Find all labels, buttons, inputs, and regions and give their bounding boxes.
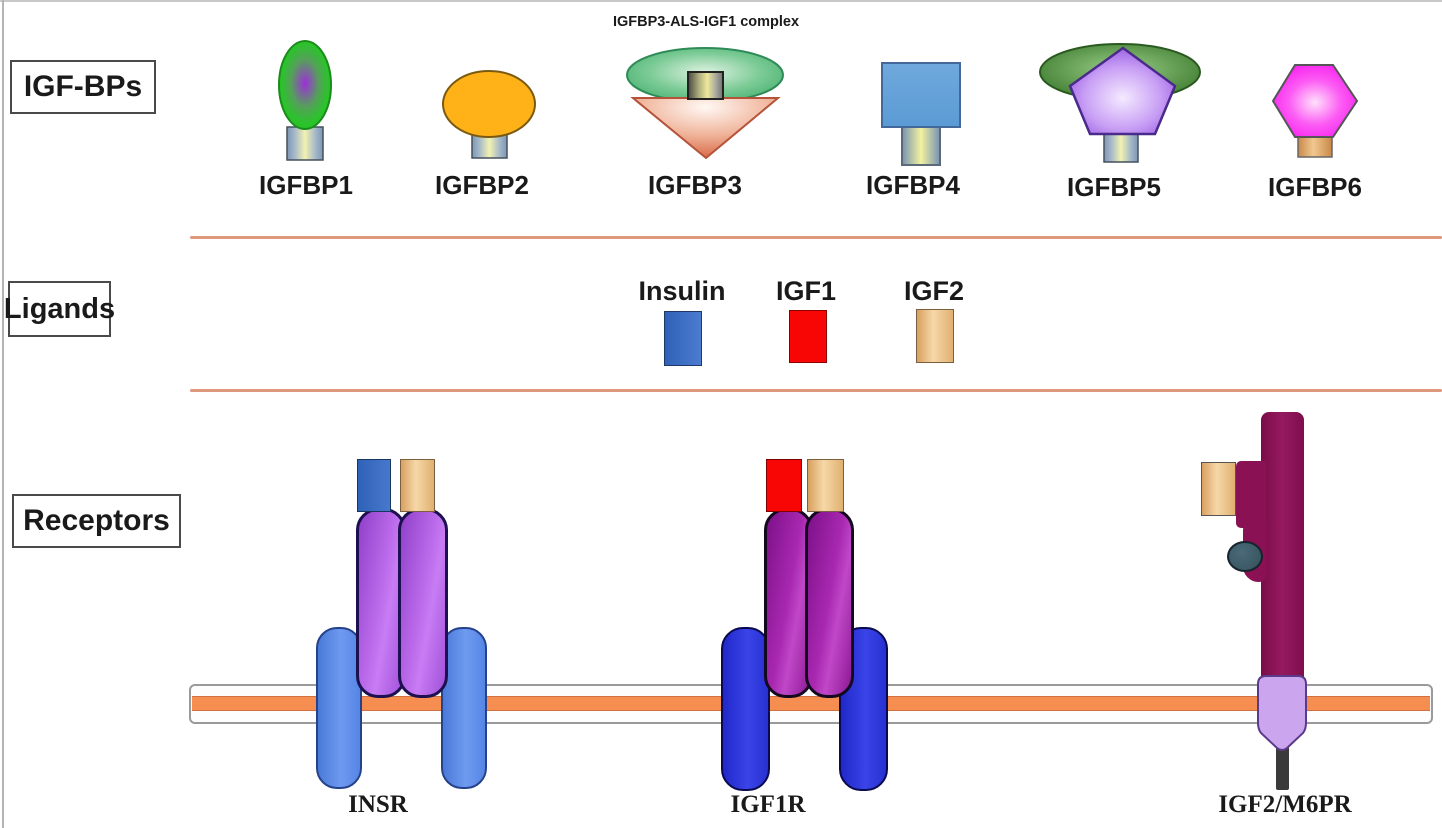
igf1r-bound-igf2-icon — [807, 459, 844, 512]
igf2-m6pr-binding-arm-icon — [1236, 461, 1266, 528]
igfbp3-label: IGFBP3 — [648, 170, 742, 200]
igf1r-label: IGF1R — [730, 791, 806, 818]
igfbp5-label: IGFBP5 — [1067, 172, 1161, 202]
insr-beta-subunit-right-icon — [441, 627, 487, 789]
figure-top-edge — [0, 0, 1442, 2]
separator-line-2 — [190, 389, 1442, 392]
igf1r-alpha-subunit-right-icon — [805, 508, 854, 698]
igf2-m6pr-extracellular-domain-icon — [1261, 412, 1304, 690]
ligands-section-label: Ligands — [4, 281, 115, 337]
insr-bound-insulin-icon — [357, 459, 391, 512]
igfbp4-stalk-icon — [901, 124, 941, 166]
igfbp3-complex-title: IGFBP3-ALS-IGF1 complex — [612, 14, 800, 30]
igfbp1-label: IGFBP1 — [259, 170, 353, 200]
igfbp6-icon — [1271, 64, 1359, 158]
igf2-m6pr-cytoplasmic-tail-icon — [1276, 745, 1289, 790]
igfbp3-icon — [626, 47, 784, 160]
insr-label: INSR — [348, 791, 408, 818]
igf1-label: IGF1 — [775, 276, 836, 306]
igfbp5-icon — [1039, 43, 1201, 163]
igfbps-section-label: IGF-BPs — [10, 60, 156, 114]
igf2-m6pr-transmembrane-icon — [1257, 675, 1307, 751]
insr-alpha-subunit-right-icon — [398, 508, 448, 698]
insulin-label: Insulin — [638, 276, 726, 306]
igf2-m6pr-domain-circle-icon — [1227, 541, 1263, 572]
igfbp2-label: IGFBP2 — [435, 170, 529, 200]
figure-left-edge — [2, 0, 4, 828]
igfbp6-label: IGFBP6 — [1268, 172, 1362, 202]
igf2-m6pr-bound-igf2-icon — [1201, 462, 1236, 516]
insulin-swatch-icon — [664, 311, 702, 366]
igf1r-bound-igf1-icon — [766, 459, 802, 512]
ligands-section-label-text: Ligands — [3, 292, 116, 325]
igfbp4-icon — [881, 62, 961, 128]
igf2-swatch-icon — [916, 309, 954, 363]
receptors-section-label-text: Receptors — [23, 504, 170, 537]
igf1r-beta-subunit-left-icon — [721, 627, 770, 791]
membrane-lipid-stripe-icon — [192, 696, 1430, 711]
igfbp4-label: IGFBP4 — [866, 170, 960, 200]
igfbp2-icon — [442, 70, 536, 159]
igfbps-section-label-text: IGF-BPs — [23, 70, 143, 103]
insr-bound-igf2-icon — [400, 459, 435, 512]
igf1-swatch-icon — [789, 310, 827, 363]
igf2-label: IGF2 — [903, 276, 964, 306]
igf2-m6pr-label: IGF2/M6PR — [1218, 791, 1352, 818]
separator-line-1 — [190, 236, 1442, 239]
igfbp1-icon — [278, 40, 332, 161]
receptors-section-label: Receptors — [12, 494, 181, 548]
insr-beta-subunit-left-icon — [316, 627, 362, 789]
